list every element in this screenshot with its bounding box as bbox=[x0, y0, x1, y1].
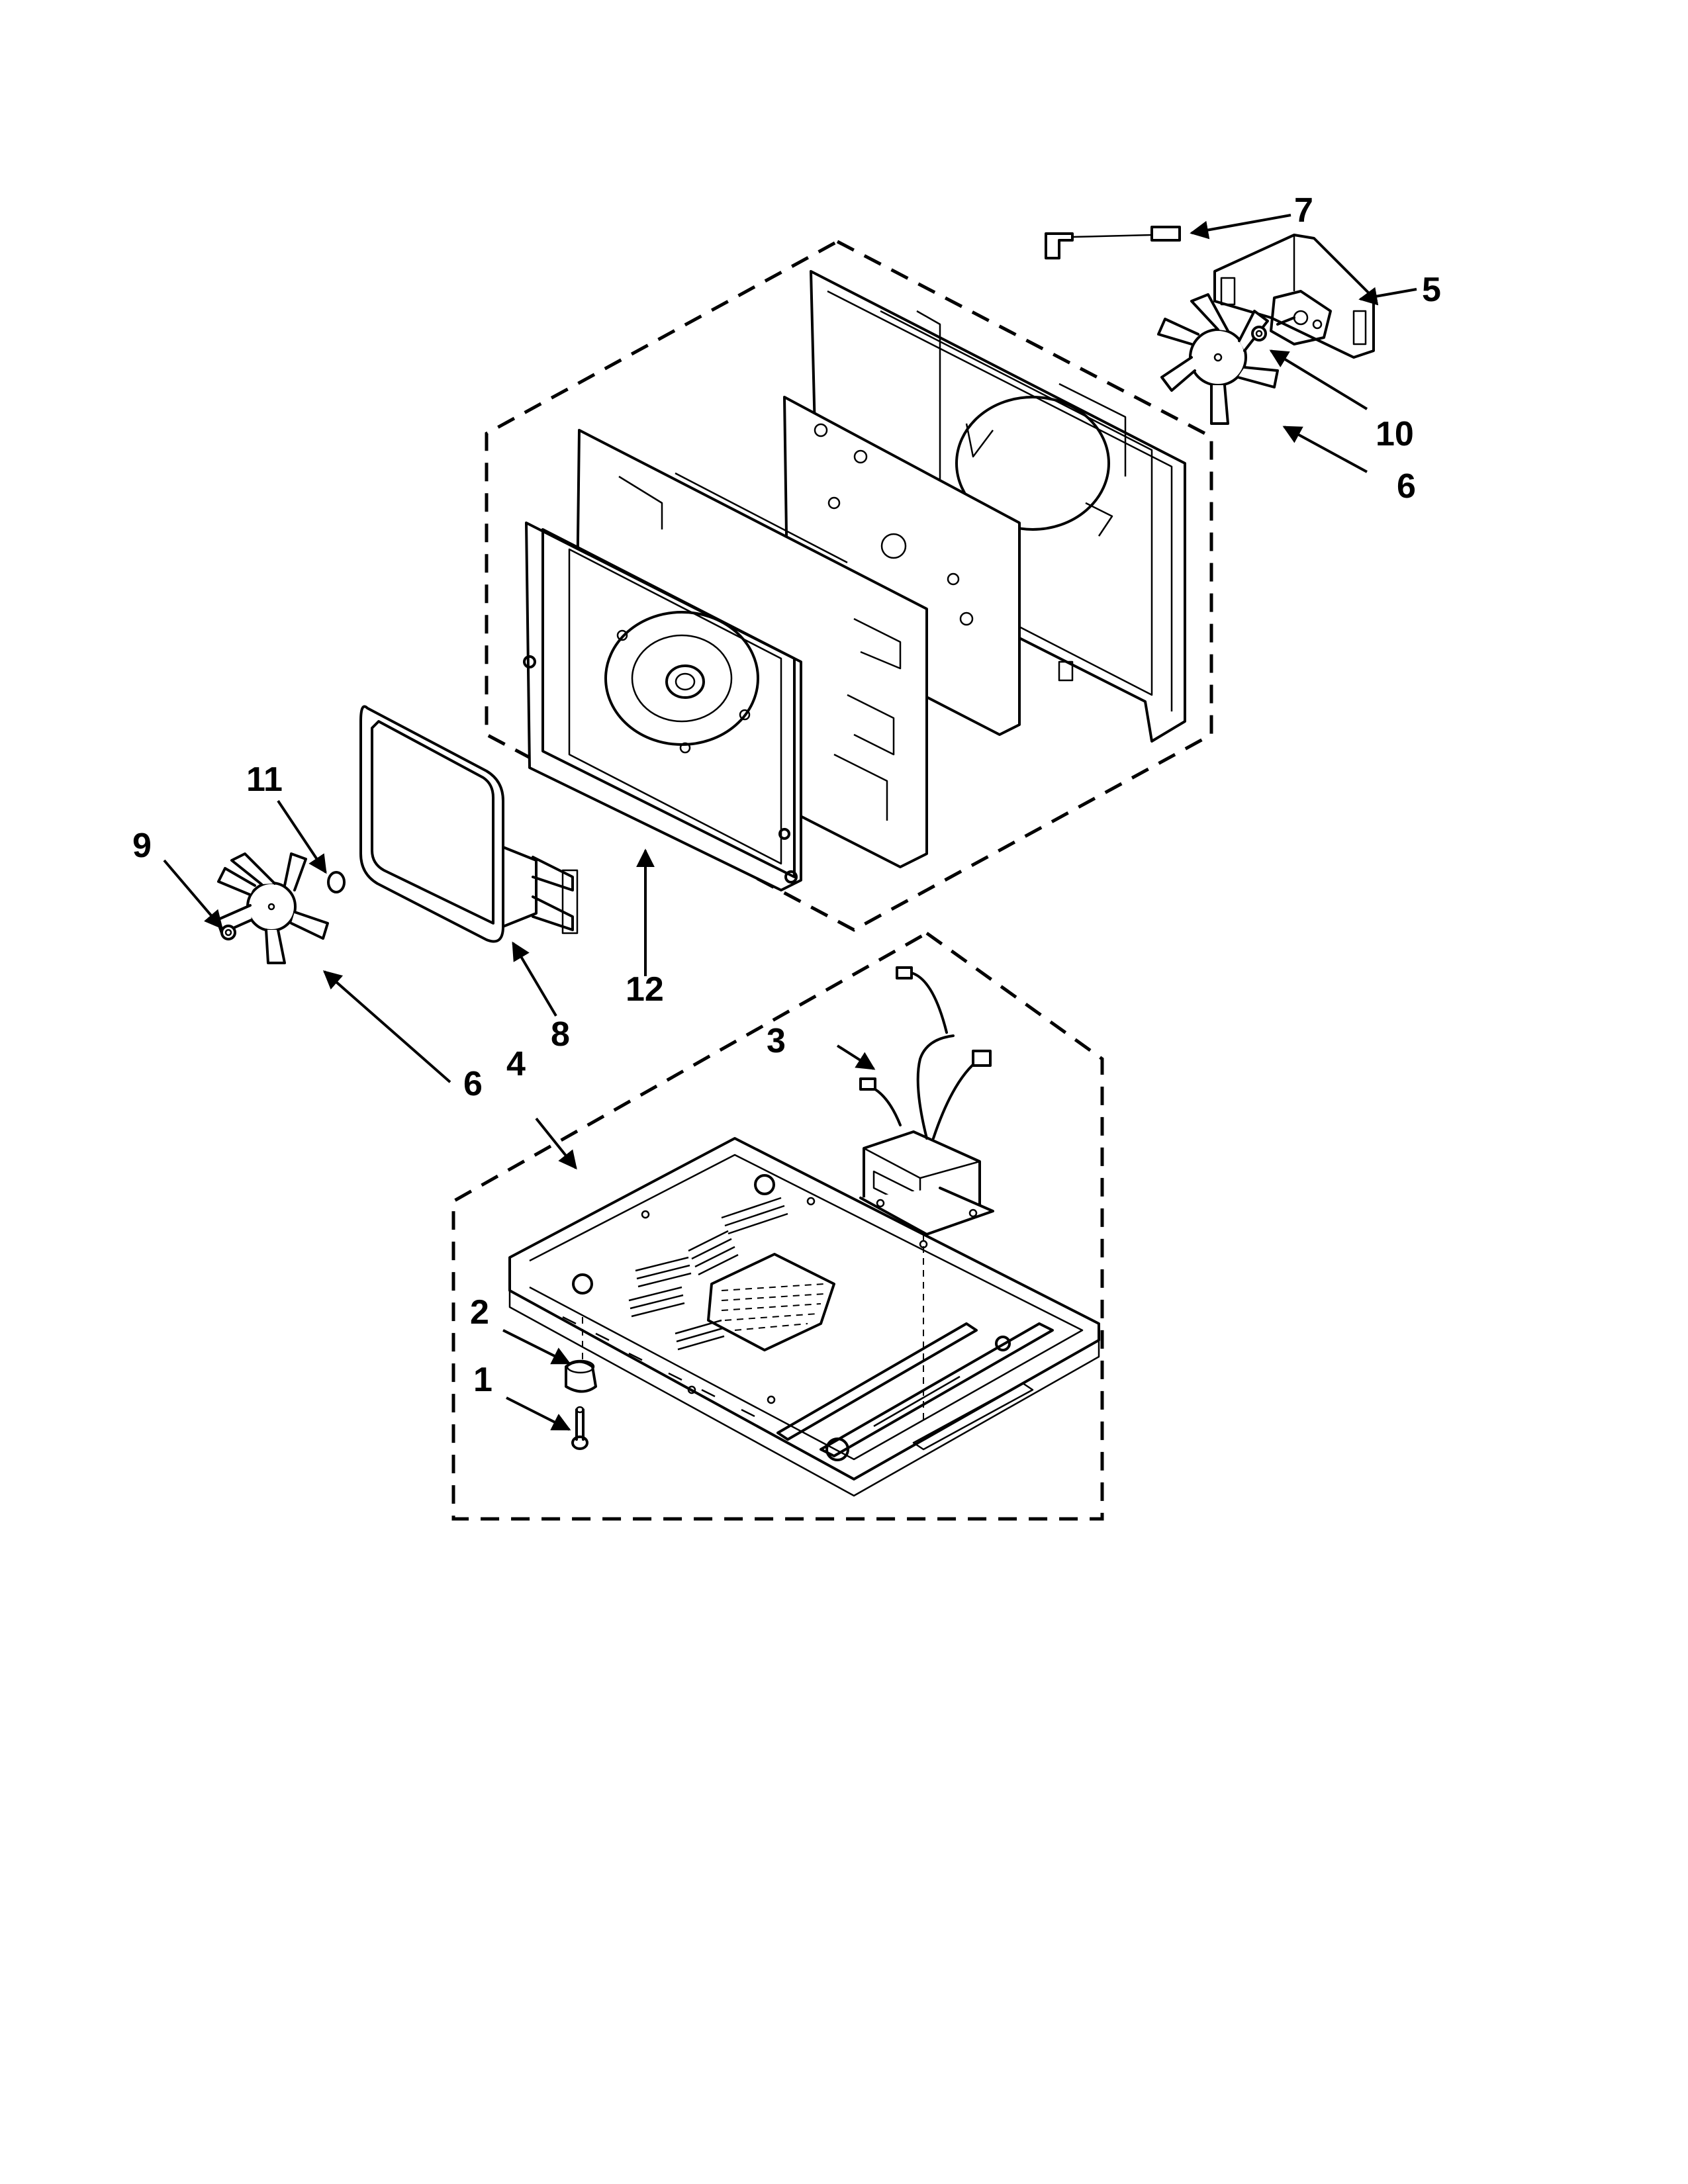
vent-slots bbox=[628, 1197, 788, 1351]
callout-1: 1 bbox=[473, 1361, 492, 1399]
callout-4: 4 bbox=[506, 1045, 526, 1083]
callout-11: 11 bbox=[246, 760, 283, 799]
callout-7: 7 bbox=[1294, 191, 1313, 230]
leader-arrows bbox=[163, 214, 1417, 1431]
heating-element-part bbox=[359, 705, 579, 943]
callout-5: 5 bbox=[1422, 271, 1441, 309]
callout-12: 12 bbox=[626, 970, 664, 1009]
callout-8: 8 bbox=[551, 1015, 570, 1054]
upper-nut-part bbox=[1251, 326, 1267, 341]
callout-9: 9 bbox=[132, 827, 152, 865]
transformer-part bbox=[859, 966, 994, 1236]
callout-6-lower: 6 bbox=[463, 1065, 483, 1103]
callout-3: 3 bbox=[767, 1022, 786, 1060]
callout-2: 2 bbox=[470, 1293, 489, 1332]
base-pan-part bbox=[508, 1137, 1100, 1497]
fan-cover-frame bbox=[523, 522, 802, 891]
callout-6-upper: 6 bbox=[1397, 467, 1416, 506]
lower-nut-part bbox=[220, 925, 236, 940]
callout-10: 10 bbox=[1376, 415, 1414, 453]
screw-part bbox=[571, 1406, 588, 1450]
lamp-wire-part bbox=[1045, 226, 1181, 259]
convection-motor-part bbox=[1213, 234, 1375, 359]
perforated-grid bbox=[721, 1283, 825, 1331]
leveling-foot-part bbox=[565, 1359, 597, 1393]
cavity-assembly-boundary bbox=[485, 240, 1213, 932]
spacer-part bbox=[327, 871, 346, 893]
upper-fan-blade-part bbox=[1157, 293, 1279, 425]
lower-fan-blade-part bbox=[216, 852, 329, 964]
